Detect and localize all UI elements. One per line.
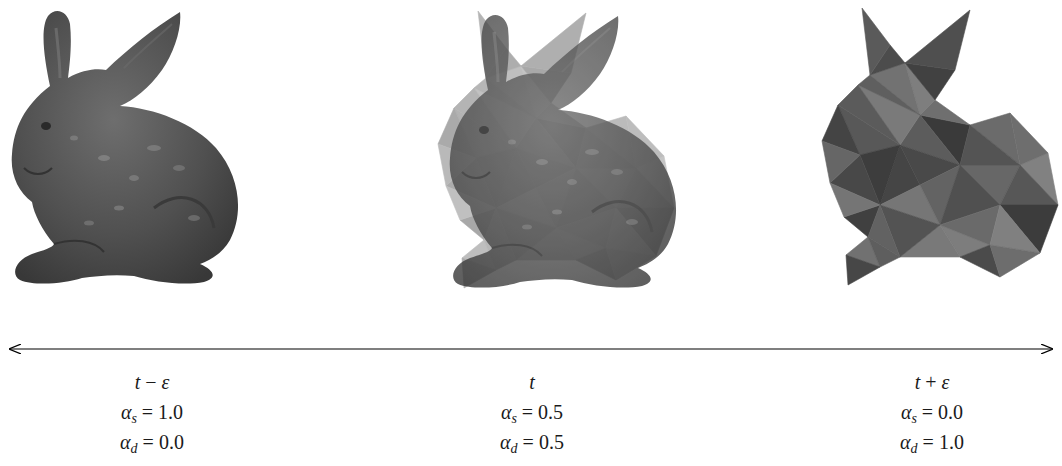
weight-label: αd = 1.0 <box>900 430 964 454</box>
mesh-facet <box>830 183 880 217</box>
time-axis-arrow <box>10 348 1052 349</box>
weight-label: αd = 0.5 <box>500 430 564 454</box>
mesh-facet <box>822 141 860 183</box>
mesh-facet <box>846 255 880 285</box>
mesh-facet <box>990 245 1040 277</box>
detailed-bunny <box>12 11 238 284</box>
weight-label: αs = 1.0 <box>121 400 183 424</box>
blended-bunny <box>450 15 676 288</box>
lowpoly-bunny <box>822 8 1058 285</box>
mesh-facet <box>868 237 900 267</box>
mesh-facet <box>905 10 970 70</box>
time-label: t + ε <box>915 370 950 394</box>
time-label: t <box>529 370 535 394</box>
weight-label: αd = 0.0 <box>120 430 184 454</box>
mesh-facet <box>1000 165 1058 205</box>
weight-label: αs = 0.0 <box>901 400 963 424</box>
weight-label: αs = 0.5 <box>501 400 563 424</box>
time-label: t − ε <box>135 370 170 394</box>
mesh-facet <box>862 8 890 75</box>
mesh-facet <box>990 205 1040 253</box>
mesh-facet <box>960 125 1020 165</box>
mesh-facet <box>1010 113 1048 165</box>
